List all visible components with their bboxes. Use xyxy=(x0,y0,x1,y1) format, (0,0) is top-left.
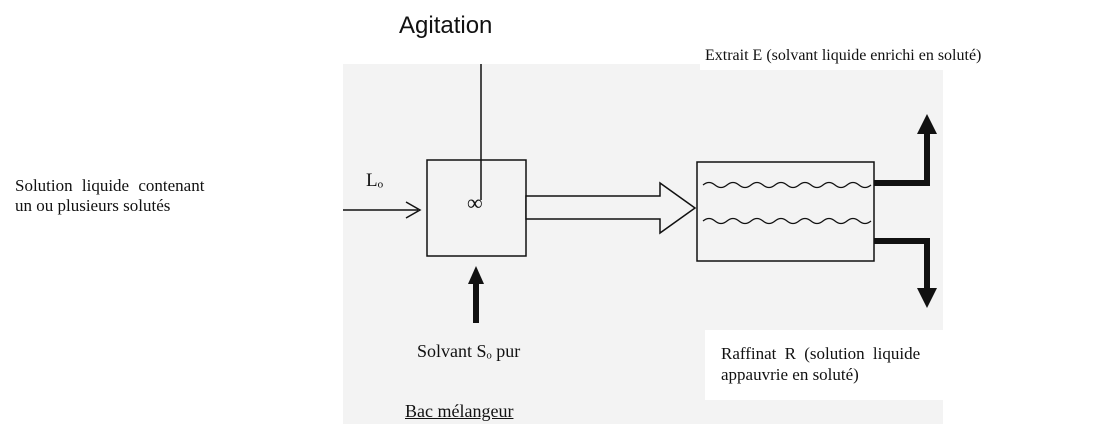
interface-wave-upper xyxy=(702,181,872,189)
solvant-label: Solvant Sₒ pur xyxy=(417,341,521,361)
feed-arrow-head xyxy=(405,201,422,219)
solution-label-line1: Solution liquide contenant xyxy=(15,176,205,195)
mixer-symbol: ∞ xyxy=(467,190,483,215)
bac-melangeur-label: Bac mélangeur xyxy=(405,401,514,421)
extrait-label: Extrait E (solvant liquide enrichi en so… xyxy=(705,47,982,64)
transfer-arrow xyxy=(525,181,697,235)
settler-tank xyxy=(696,161,875,262)
feed-label: Lₒ xyxy=(366,170,384,191)
raffinat-label-background xyxy=(705,330,1105,400)
raffinat-label-line1: Raffinat R (solution liquide xyxy=(721,344,921,363)
solution-label-line2: un ou plusieurs solutés xyxy=(15,196,171,215)
raffinate-arrow-head xyxy=(917,288,937,308)
agitation-label: Agitation xyxy=(399,12,493,39)
interface-wave-lower xyxy=(702,217,872,225)
extrait-label-background xyxy=(700,40,1100,70)
raffinat-label-line2: appauvrie en soluté) xyxy=(721,365,859,384)
raffinate-outlet-pipe xyxy=(874,238,930,292)
extract-arrow-head xyxy=(917,114,937,134)
extract-outlet-pipe xyxy=(874,128,930,186)
solvent-arrow-head xyxy=(468,266,484,284)
